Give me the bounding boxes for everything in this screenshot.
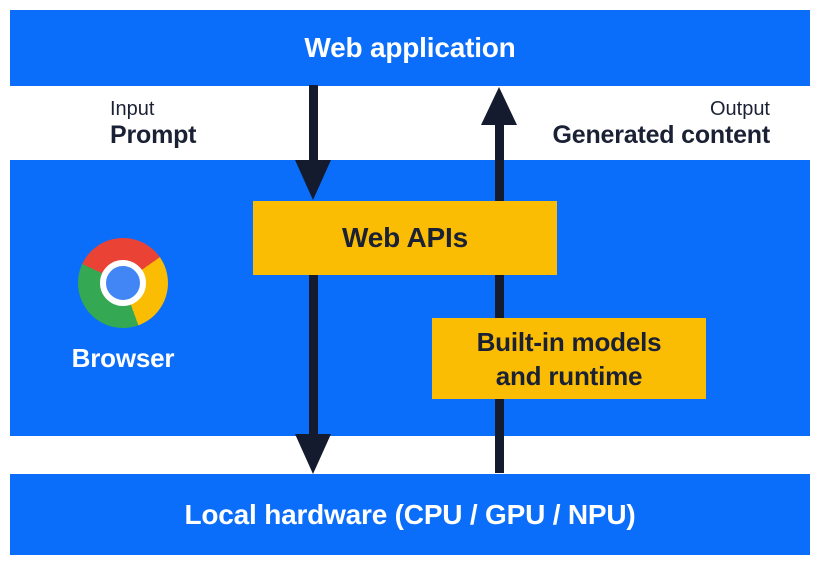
prompt-arrowhead-into-hardware: [295, 434, 331, 474]
builtin-models-box: Built-in models and runtime: [432, 318, 706, 399]
chrome-logo-hub: [100, 260, 146, 306]
browser-label: Browser: [71, 343, 175, 373]
builtin-models-label-line2: and runtime: [495, 360, 643, 391]
web-application-label: Web application: [304, 32, 516, 63]
output-labels: Output Generated content: [552, 97, 771, 150]
chrome-logo-icon: [78, 238, 168, 328]
input-value-label: Prompt: [110, 121, 197, 149]
builtin-models-label-line1: Built-in models: [476, 326, 662, 357]
web-apis-box: Web APIs: [253, 201, 557, 275]
prompt-arrow-shaft-top: [309, 85, 318, 165]
input-labels: Input Prompt: [110, 97, 197, 150]
local-hardware-bar: Local hardware (CPU / GPU / NPU): [10, 474, 810, 555]
prompt-arrow-shaft-bottom: [309, 272, 318, 438]
prompt-arrowhead-into-web-apis: [295, 160, 331, 200]
web-application-bar: Web application: [10, 10, 810, 86]
web-apis-label: Web APIs: [342, 222, 468, 253]
output-arrowhead-into-web-application: [481, 87, 517, 125]
output-arrow-shaft: [495, 122, 504, 473]
output-value-label: Generated content: [552, 121, 771, 149]
input-caption: Input: [110, 98, 155, 120]
local-hardware-label: Local hardware (CPU / GPU / NPU): [184, 498, 636, 530]
output-caption: Output: [709, 98, 770, 120]
